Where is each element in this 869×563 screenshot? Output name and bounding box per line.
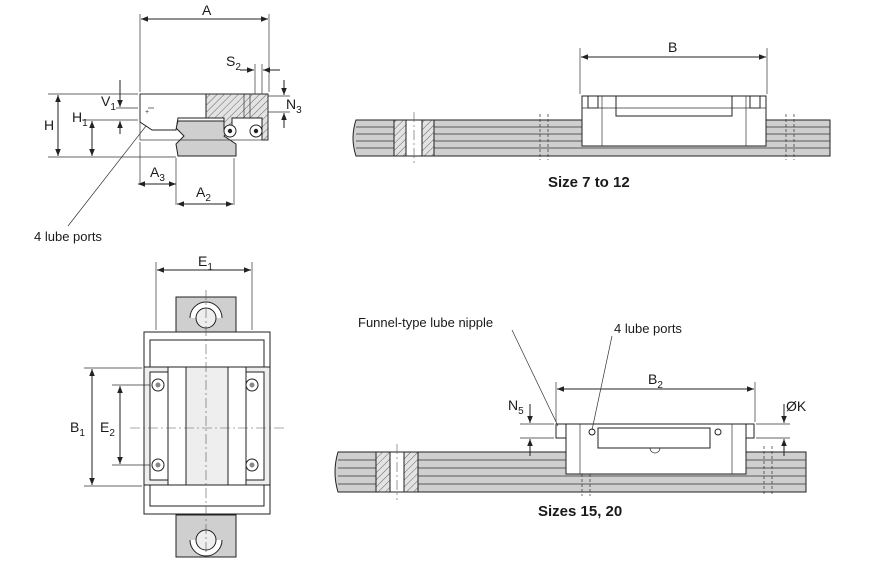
- end-view-labels: A S2 N3 V1 H H1 A3 A2 4 lube ports: [34, 2, 302, 244]
- dim-label-E2: E2: [100, 419, 115, 439]
- dim-label-S2: S2: [226, 53, 241, 73]
- dim-label-B1: B1: [70, 419, 85, 439]
- dim-label-A: A: [202, 2, 212, 18]
- dim-label-V1: V1: [101, 93, 116, 113]
- side-view-small: B Size 7 to 12: [352, 39, 831, 191]
- dim-label-N3: N3: [286, 96, 302, 116]
- caption-sizes-15-20: Sizes 15, 20: [538, 503, 622, 520]
- top-view: E1 B1 E2: [70, 253, 284, 560]
- dim-label-H: H: [44, 117, 54, 133]
- dim-label-E1: E1: [198, 253, 213, 273]
- side-view-large: B2 N5 ØK Funnel-type lube nipple 4 lube …: [334, 315, 807, 520]
- end-view-section: +: [139, 93, 269, 157]
- end-view-extension-lines: [48, 14, 290, 205]
- dim-label-B: B: [668, 39, 677, 55]
- note-funnel-lube-nipple: Funnel-type lube nipple: [358, 315, 493, 330]
- dim-label-N5: N5: [508, 397, 524, 417]
- note-lube-ports-top: 4 lube ports: [34, 229, 102, 244]
- dim-label-B2: B2: [648, 371, 663, 391]
- dim-label-A2: A2: [196, 184, 211, 204]
- caption-size-7-to-12: Size 7 to 12: [548, 174, 630, 191]
- dim-label-A3: A3: [150, 164, 165, 184]
- screw-icon: [151, 378, 259, 472]
- end-view-dimension-lines: [55, 16, 287, 227]
- svg-text:+: +: [145, 109, 149, 116]
- note-lube-ports-bottom: 4 lube ports: [614, 321, 682, 336]
- dim-label-H1: H1: [72, 109, 88, 129]
- dim-label-K: ØK: [786, 398, 807, 414]
